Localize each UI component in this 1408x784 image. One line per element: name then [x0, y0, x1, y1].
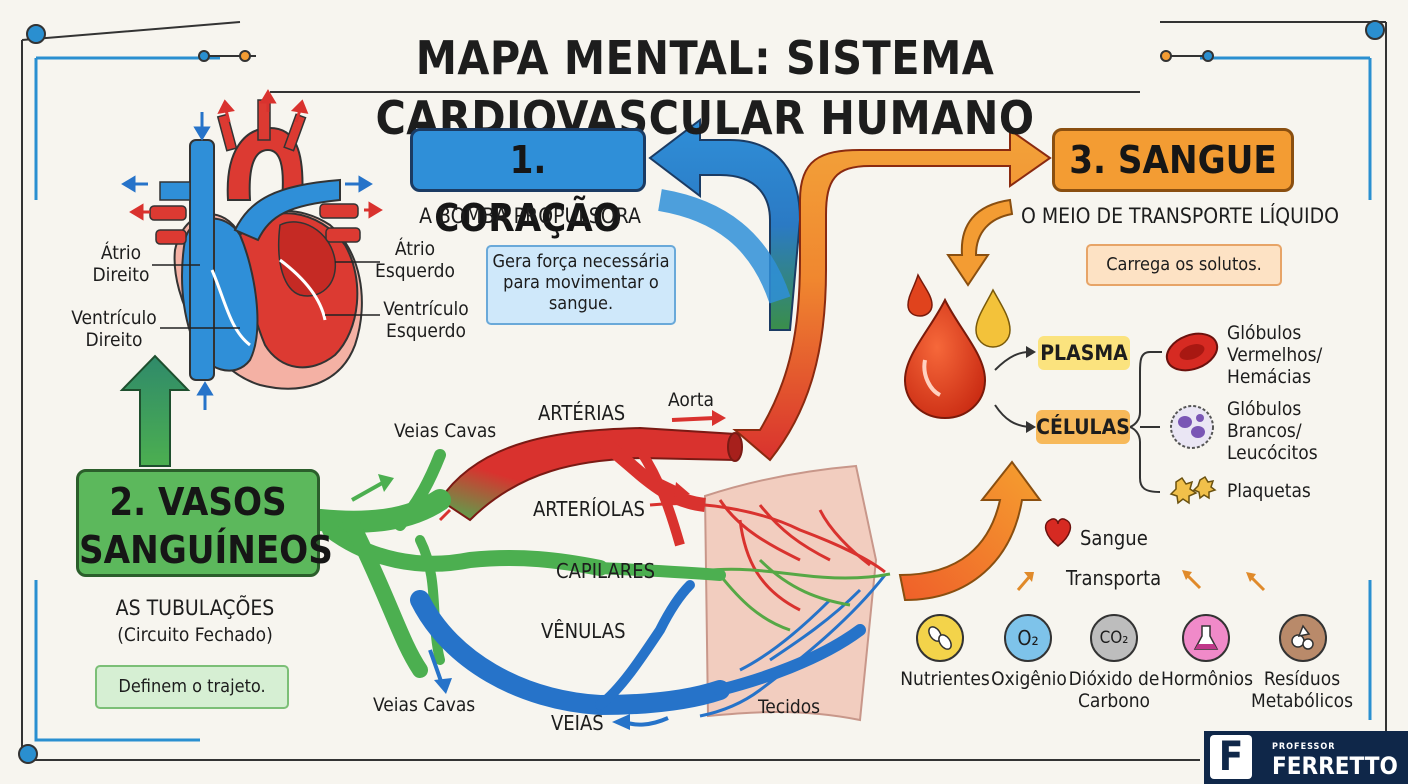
label-veias: VEIAS [551, 711, 604, 735]
white-blood-cell-icon [1170, 405, 1214, 449]
label-nutrientes: Nutrientes [900, 668, 990, 690]
ventriculo-esquerdo-text: Ventrículo Esquerdo [383, 298, 469, 342]
label-arterias: ARTÉRIAS [538, 401, 626, 425]
plasma-badge: PLASMA [1038, 336, 1130, 370]
brand-name: FERRETTO [1272, 752, 1398, 780]
flask-icon [1182, 614, 1230, 662]
red-blood-cell-icon [1165, 332, 1219, 372]
coracao-note: Gera força necessária para movimentar o … [486, 245, 676, 325]
label-arteriolas: ARTERÍOLAS [533, 497, 645, 521]
vasos-note: Definem o trajeto. [95, 665, 289, 709]
section-sangue-title: 3. SANGUE [1052, 128, 1294, 192]
atrio-direito-text: Átrio Direito [92, 242, 150, 286]
vasos-subtitle: AS TUBULAÇÕES [115, 596, 275, 620]
sangue-subtitle: O MEIO DE TRANSPORTE LÍQUIDO [1021, 204, 1339, 228]
label-atrio-direito: Átrio Direito [86, 242, 156, 286]
label-dioxido-carbono: Dióxido de Carbono [1068, 668, 1160, 712]
brand-letter: F [1210, 735, 1252, 779]
label-capilares: CAPILARES [556, 559, 656, 583]
o2-icon: O₂ [1004, 614, 1052, 662]
label-tecidos: Tecidos [758, 696, 821, 718]
heart-small-icon [1044, 518, 1072, 547]
atrio-esquerdo-text: Átrio Esquerdo [375, 238, 455, 282]
tissue-patch [649, 464, 891, 722]
celulas-badge: CÉLULAS [1036, 410, 1130, 444]
section-coracao-title: 1. CORAÇÃO [410, 128, 646, 240]
label-aorta: Aorta [668, 389, 715, 411]
nutrients-icon [916, 614, 964, 662]
page-title: MAPA MENTAL: SISTEMA CARDIOVASCULAR HUMA… [375, 31, 1035, 145]
frame [34, 56, 1372, 742]
label-globulos-vermelhos: Glóbulos Vermelhos/ Hemácias [1227, 322, 1323, 388]
platelets-icon [1169, 475, 1217, 505]
label-residuos: Resíduos Metabólicos [1250, 668, 1353, 712]
waste-icon [1279, 614, 1327, 662]
co2-icon: CO₂ [1090, 614, 1138, 662]
ventriculo-direito-text: Ventrículo Direito [71, 307, 157, 351]
label-atrio-esquerdo: Átrio Esquerdo [375, 238, 455, 282]
label-plaquetas: Plaquetas [1227, 480, 1311, 502]
section-vasos-title: 2. VASOS SANGUÍNEOS [76, 469, 333, 577]
label-oxigenio: Oxigênio [991, 668, 1067, 690]
vasos-subtitle-2: (Circuito Fechado) [117, 624, 273, 646]
label-veias-cavas-top: Veias Cavas [394, 420, 497, 442]
sangue-note: Carrega os solutos. [1086, 244, 1282, 286]
brand-small-text: PROFESSOR [1272, 742, 1336, 752]
label-ventriculo-direito: Ventrículo Direito [64, 307, 164, 351]
label-veias-cavas-bottom: Veias Cavas [373, 694, 476, 716]
label-venulas: VÊNULAS [541, 619, 626, 643]
heart-illustration [121, 89, 383, 410]
label-transporta: Transporta [1066, 566, 1162, 590]
label-sangue-transport: Sangue [1080, 526, 1148, 550]
blood-drop-icon [903, 297, 987, 420]
coracao-subtitle: A BOMBA PROPULSORA [419, 204, 641, 228]
label-ventriculo-esquerdo: Ventrículo Esquerdo [376, 298, 476, 342]
label-globulos-brancos: Glóbulos Brancos/ Leucócitos [1227, 398, 1318, 464]
label-hormonios: Hormônios [1160, 668, 1254, 690]
